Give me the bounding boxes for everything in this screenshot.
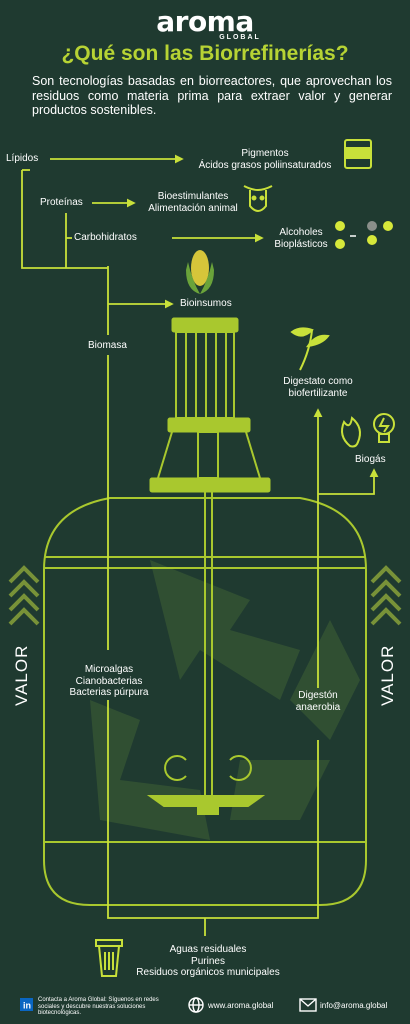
label-bioestimulantes-1: Bioestimulantes [157,191,229,202]
rotation-arrows-icon [164,755,252,781]
cow-icon [243,185,273,212]
label-digestato-2: biofertilizante [288,387,348,399]
page-title: ¿Qué son las Biorrefinerías? [61,42,349,65]
corn-icon [186,250,214,294]
label-aguas: Aguas residuales [169,944,247,955]
chevrons-up-icon [370,565,402,626]
trash-can-icon [95,939,123,977]
valor-left: VALOR [12,644,31,706]
chevrons-up-icon [8,565,40,626]
label-biogas: Biogás [355,454,386,465]
label-digeston-1: Digestón [298,690,338,701]
label-proteinas: Proteínas [40,197,83,208]
label-lipidos: Lípidos [6,153,39,164]
pigment-jar-icon [344,139,372,169]
label-residuos: Residuos orgánicos municipales [136,967,280,978]
label-carbohidratos: Carbohidratos [74,232,137,243]
label-pigmentos: Pigmentos Ácidos grasos poliinsaturados [190,148,340,171]
label-digestato: Digestato como biofertilizante [270,376,366,399]
flame-icon [341,416,361,448]
brand-logo: aroma GLOBAL [0,5,410,42]
label-bioestimulantes-2: Alimentación animal [148,202,238,214]
footer-linkedin-text[interactable]: Contacta a Aroma Global: Síguenos en red… [38,997,159,1016]
label-bioinsumos: Bioinsumos [180,298,232,309]
label-pigmentos-1: Pigmentos [241,148,289,159]
molecule-icon [335,221,393,249]
label-pigmentos-2: Ácidos grasos poliinsaturados [198,159,332,171]
label-microorganismos: Microalgas Cianobacterias Bacterias púrp… [54,664,164,699]
brand-name: aroma [156,5,254,38]
svg-text:in: in [23,1001,31,1011]
brand-tagline: GLOBAL [219,34,261,41]
label-bioestimulantes: Bioestimulantes Alimentación animal [138,191,248,214]
linkedin-icon: in [20,998,33,1011]
footer-email-link[interactable]: info@aroma.global [320,1001,388,1010]
envelope-icon [299,998,317,1012]
label-digeston-2: anaerobia [295,701,341,713]
label-biomasa: Biomasa [88,340,127,351]
lightbulb-icon [373,413,395,443]
label-alcoholes: Alcoholes Bioplásticos [266,227,336,250]
label-digestato-1: Digestato como [283,376,353,387]
label-digeston: Digestón anaerobia [276,690,360,713]
motor [149,317,271,493]
intro-text: Son tecnologías basadas en biorreactores… [32,74,392,117]
valor-right: VALOR [378,644,397,706]
label-purines: Purines [191,955,225,967]
label-inputs: Aguas residuales Purines Residuos orgáni… [118,944,298,979]
label-alcoholes-1: Alcoholes [279,227,323,238]
recycle-watermark [90,560,360,840]
label-bacterias: Bacterias púrpura [69,687,149,698]
flow-lines [21,154,379,936]
label-microalgas: Microalgas [84,664,134,675]
label-alcoholes-2: Bioplásticos [274,238,328,250]
globe-icon [188,997,204,1013]
label-cianobacterias: Cianobacterias [75,675,143,687]
impeller [146,492,266,815]
footer-website-link[interactable]: www.aroma.global [208,1001,274,1010]
sprout-icon [290,327,330,371]
